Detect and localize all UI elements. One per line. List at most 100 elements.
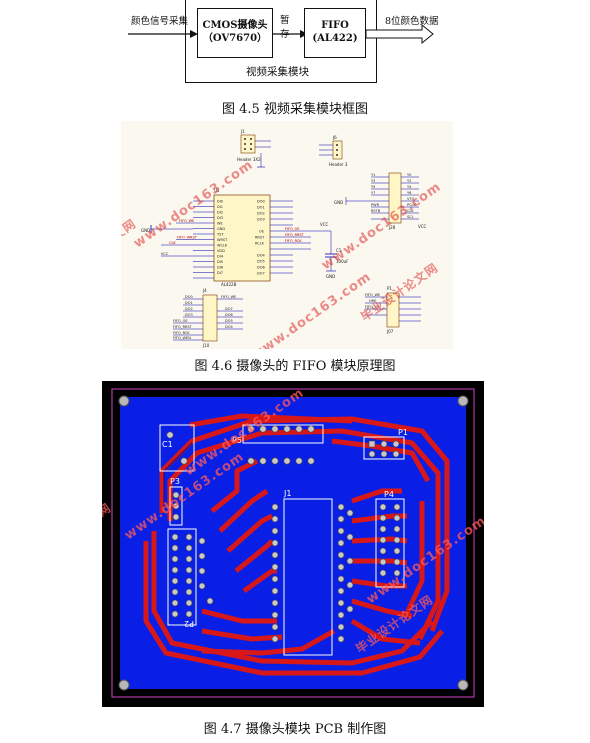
fifo-chip-al422b: U1 AL422B [141, 188, 331, 287]
pcb-label-j1: J1 [283, 489, 291, 498]
cap-label: C1 [336, 248, 342, 253]
svg-text:DO3: DO3 [185, 313, 193, 317]
svg-text:DO1: DO1 [257, 206, 265, 210]
svg-text:DO3: DO3 [257, 218, 265, 222]
svg-text:GND: GND [217, 227, 225, 231]
svg-text:SCL: SCL [407, 215, 414, 219]
svg-text:Y0: Y0 [407, 173, 411, 177]
svg-text:VTO: VTO [407, 197, 415, 201]
svg-text:J6: J6 [332, 135, 337, 140]
buffer-label-1: 暂 [280, 15, 290, 26]
svg-text:FIFO_WE: FIFO_WE [179, 219, 194, 223]
fig47-pcb: P1 P2 P3 P4 P5 J1 C1 www.doc163.com www.… [102, 381, 484, 707]
svg-text:J1: J1 [240, 129, 245, 134]
pcb-label-p1: P1 [398, 428, 408, 437]
svg-text:DO2: DO2 [185, 307, 193, 311]
pcb-drawing: P1 P2 P3 P4 P5 J1 C1 [111, 388, 475, 698]
svg-text:PWR: PWR [371, 203, 380, 207]
svg-text:DI5: DI5 [217, 260, 223, 264]
svg-text:FIFO_RCK: FIFO_RCK [285, 239, 302, 243]
svg-text:DI0: DI0 [217, 200, 223, 204]
pcb-p3 [169, 486, 183, 526]
cmos-line2: （OV7670） [202, 33, 268, 44]
pcb-p4 [375, 498, 405, 588]
fig45-block-diagram: 颜色信号采集 CMOS摄像头 （OV7670） 暂 存 FIFO (AL422)… [0, 0, 590, 115]
svg-text:DI1: DI1 [217, 205, 223, 209]
svg-text:Y3: Y3 [371, 179, 375, 183]
fig45-caption: 图 4.5 视频采集模块框图 [222, 102, 368, 117]
pcb-p2 [167, 528, 214, 626]
cap-value: 100uF [336, 259, 349, 264]
cmos-block: CMOS摄像头 （OV7670） [197, 8, 273, 58]
svg-text:FIFO_WE: FIFO_WE [221, 295, 236, 299]
input-label: 颜色信号采集 [131, 16, 189, 27]
svg-text:DO4: DO4 [257, 254, 265, 258]
svg-text:FIFO_VS: FIFO_VS [365, 305, 380, 309]
input-arrow [128, 30, 198, 38]
fig46-caption: 图 4.6 摄像头的 FIFO 模块原理图 [194, 359, 396, 374]
svg-text:DI4: DI4 [217, 255, 224, 259]
svg-text:WRST: WRST [217, 238, 228, 242]
schematic-drawing: Header 3X2 J1 Header 3 J6 U1 AL422B [141, 129, 427, 348]
svg-text:J28: J28 [388, 225, 396, 230]
header2-name: Header 3 [329, 162, 348, 167]
header-3x2: Header 3X2 J1 [237, 129, 271, 168]
svg-text:RCLK: RCLK [255, 242, 265, 246]
pcb-c1 [159, 424, 195, 472]
vcc-label: VCC [320, 222, 329, 227]
pcb-label-c1: C1 [162, 440, 173, 449]
svg-text:P1: P1 [387, 286, 392, 291]
svg-text:WCLK: WCLK [217, 244, 228, 248]
svg-text:DO7: DO7 [257, 272, 265, 276]
svg-text:DO6: DO6 [225, 313, 233, 317]
pcb-label-p5: P5 [232, 436, 242, 445]
svg-text:FIFO_WE: FIFO_WE [365, 293, 380, 297]
svg-text:DO4: DO4 [225, 325, 233, 329]
svg-text:DO6: DO6 [257, 266, 265, 270]
svg-text:DO0: DO0 [185, 295, 193, 299]
gnd-label-left: GND [141, 228, 150, 233]
svg-text:VCC: VCC [418, 224, 427, 229]
svg-text:DO5: DO5 [225, 319, 233, 323]
svg-text:J10: J10 [202, 343, 210, 348]
svg-text:DO5: DO5 [257, 260, 265, 264]
svg-text:CLK: CLK [169, 241, 176, 245]
cmos-line1: CMOS摄像头 [202, 20, 268, 31]
fifo-block: FIFO (AL422) [304, 8, 366, 58]
svg-text:DI3: DI3 [217, 216, 223, 220]
fig46-schematic: Header 3X2 J1 Header 3 J6 U1 AL422B [121, 121, 453, 349]
svg-text:FIFO_RCK: FIFO_RCK [173, 331, 190, 335]
pcb-p1 [363, 436, 405, 460]
gnd-label-right: GND [334, 200, 343, 205]
u1-ref: U1 [214, 188, 220, 193]
video-capture-module-box [185, 0, 377, 83]
header1-name: Header 3X2 [237, 157, 261, 162]
svg-text:VCC: VCC [161, 252, 169, 256]
svg-text:VDD: VDD [217, 249, 225, 253]
svg-text:RRST: RRST [255, 236, 265, 240]
svg-text:Y4: Y4 [407, 185, 412, 189]
svg-text:FIFO_RRST: FIFO_RRST [285, 233, 305, 237]
svg-text:RSTB: RSTB [371, 209, 381, 213]
svg-text:J07: J07 [386, 329, 394, 334]
svg-text:WE: WE [217, 222, 223, 226]
fifo-line2: (AL422) [312, 33, 358, 44]
pcb-j1 [271, 498, 354, 656]
middle-arrow [272, 30, 308, 38]
svg-text:DI7: DI7 [217, 271, 223, 275]
svg-text:Y5: Y5 [371, 185, 375, 189]
pcb-label-p2: P2 [184, 619, 194, 628]
svg-text:DO7: DO7 [225, 307, 233, 311]
svg-text:FIFO_WRST: FIFO_WRST [177, 236, 198, 240]
svg-text:TST: TST [216, 233, 224, 237]
svg-text:Y6: Y6 [407, 191, 411, 195]
svg-text:PCLK: PCLK [407, 203, 417, 207]
svg-text:DI6: DI6 [217, 266, 223, 270]
svg-text:FIFO_WEN: FIFO_WEN [173, 336, 191, 340]
svg-text:Y7: Y7 [371, 191, 375, 195]
gnd-label-cap: GND [326, 274, 335, 279]
fifo-line1: FIFO [321, 20, 349, 31]
